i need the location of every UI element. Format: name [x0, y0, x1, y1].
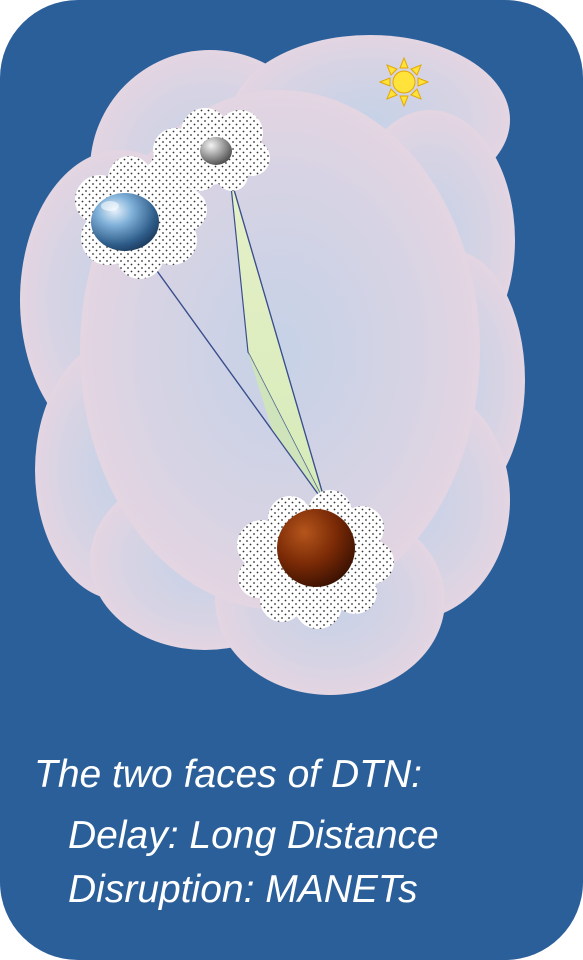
- moon-icon: [200, 137, 232, 165]
- mars-planet-icon: [277, 509, 355, 587]
- earth-planet-icon: [91, 193, 159, 251]
- caption-delay: Delay: Long Distance: [68, 813, 439, 859]
- sun-icon: [380, 58, 428, 106]
- caption-disruption: Disruption: MANETs: [68, 867, 418, 913]
- caption-title: The two faces of DTN:: [34, 752, 422, 798]
